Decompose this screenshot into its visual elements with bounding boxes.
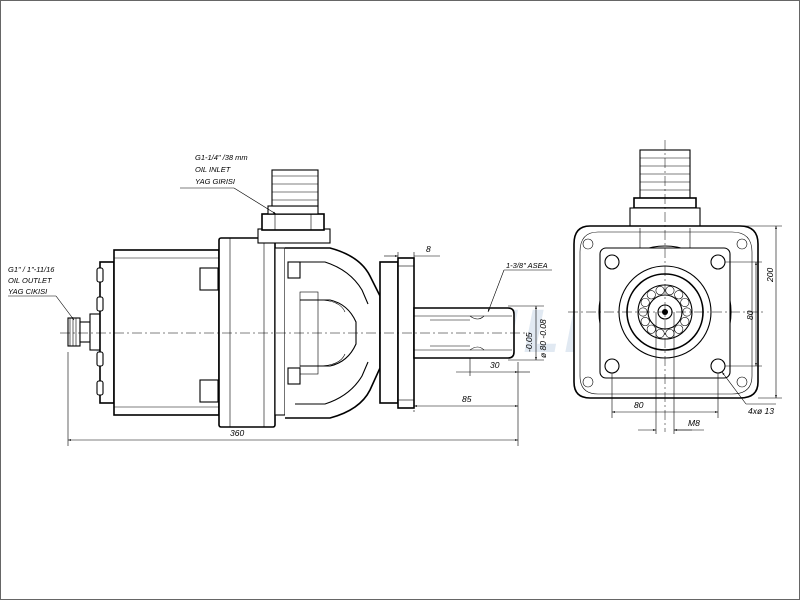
spline-tooth: [674, 324, 684, 334]
dim-200-text: 200: [765, 268, 775, 283]
end-cover: [96, 261, 115, 404]
dim-360-text: 360: [230, 428, 244, 438]
dim-80v-text: 80: [745, 310, 755, 320]
holes-label: 4xø 13: [721, 371, 776, 416]
inlet-en-text: OIL INLET: [195, 165, 232, 174]
dim-shaft-diameter: -0.05 ø 80 -0.08: [508, 305, 548, 361]
mounting-flange: [218, 237, 286, 428]
holes-text: 4xø 13: [748, 406, 774, 416]
front-flange: [379, 257, 415, 409]
spline-tooth: [665, 286, 675, 296]
pump-body: [113, 249, 220, 416]
dim-30-text: 30: [490, 360, 500, 370]
spline-tooth: [680, 317, 690, 327]
spline-tooth: [646, 324, 656, 334]
spline-tooth: [646, 290, 656, 300]
outlet-tr-text: YAG CIKISI: [8, 287, 47, 296]
dim-bolt-horizontal: 80: [611, 373, 719, 418]
inlet-fitting: [257, 169, 331, 244]
spline-tooth: [640, 317, 650, 327]
dim-shaft-length: 85: [413, 394, 518, 412]
dim-85-text: 85: [462, 394, 472, 404]
dim-8-text: 8: [426, 244, 431, 254]
dim-dia-tol-text: -0.05: [524, 332, 534, 352]
outlet-size-text: G1" / 1"-11/16: [8, 265, 55, 274]
dim-key-width: 8: [384, 244, 440, 262]
inlet-size-text: G1-1/4" /38 mm: [195, 153, 248, 162]
spline-tooth: [640, 297, 650, 307]
front-view: 200 80 80 M8 4xø 13: [568, 140, 782, 434]
dim-80h-text: 80: [634, 400, 644, 410]
dim-thread: M8: [638, 312, 704, 434]
spline-tooth: [680, 297, 690, 307]
dim-m8-text: M8: [688, 418, 700, 428]
dim-bolt-vertical: 80: [725, 261, 762, 367]
dim-spline-length: 30: [456, 358, 530, 376]
dim-height: 200: [700, 225, 782, 399]
dim-dia-text: ø 80 -0.08: [538, 319, 548, 358]
side-view: 360 85 30 8 -0.05 ø 80: [8, 153, 552, 446]
spline-text: 1-3/8" ASEA: [506, 261, 548, 270]
inlet-tr-text: YAG GIRISI: [195, 177, 235, 186]
dim-overall-length: 360: [67, 352, 519, 446]
outlet-fitting: [67, 313, 101, 351]
outlet-en-text: OIL OUTLET: [8, 276, 53, 285]
inlet-label: G1-1/4" /38 mm OIL INLET YAG GIRISI: [180, 153, 277, 215]
spline-label: 1-3/8" ASEA: [487, 261, 552, 313]
spline-tooth: [655, 286, 665, 296]
outlet-label: G1" / 1"-11/16 OIL OUTLET YAG CIKISI: [8, 265, 75, 321]
spline-tooth: [674, 290, 684, 300]
